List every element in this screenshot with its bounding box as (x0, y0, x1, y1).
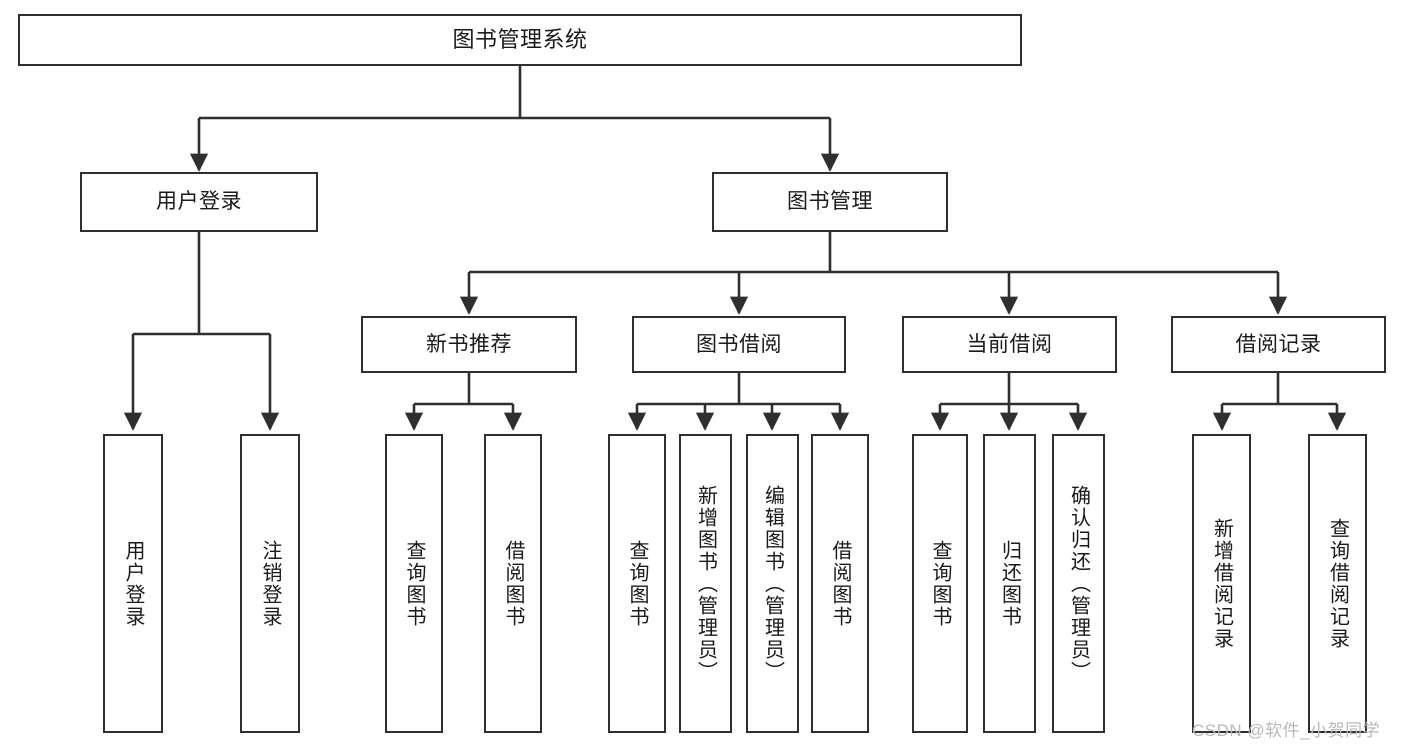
node-label: 借阅图书 (502, 539, 524, 628)
node-label: 借阅图书 (829, 539, 851, 628)
leaf-add-borrow-record[interactable]: 新增借阅记录 (1192, 434, 1251, 733)
node-label: 用户登录 (156, 190, 242, 214)
node-label: 图书借阅 (696, 332, 782, 356)
leaf-query-borrow-record[interactable]: 查询借阅记录 (1308, 434, 1367, 733)
node-label: 用户登录 (122, 539, 144, 628)
node-label: 查询图书 (929, 539, 951, 628)
node-label: 确认归还（管理员） (1067, 484, 1090, 683)
node-label: 查询图书 (403, 539, 425, 628)
leaf-logout[interactable]: 注销登录 (240, 434, 300, 733)
node-label: 编辑图书（管理员） (761, 484, 784, 683)
node-label: 图书管理系统 (452, 26, 588, 52)
leaf-borrow-book[interactable]: 借阅图书 (811, 434, 869, 733)
node-label: 归还图书 (998, 539, 1021, 628)
leaf-user-login[interactable]: 用户登录 (103, 434, 163, 733)
node-label: 新书推荐 (426, 332, 512, 356)
node-label: 新增借阅记录 (1210, 517, 1233, 650)
leaf-borrow-query-book[interactable]: 查询图书 (608, 434, 666, 733)
node-label: 新增图书（管理员） (694, 484, 717, 683)
leaf-confirm-return-admin[interactable]: 确认归还（管理员） (1052, 434, 1105, 733)
node-user-login[interactable]: 用户登录 (80, 172, 318, 232)
node-borrow-record[interactable]: 借阅记录 (1171, 316, 1386, 373)
leaf-add-book-admin[interactable]: 新增图书（管理员） (679, 434, 732, 733)
leaf-return-book[interactable]: 归还图书 (983, 434, 1036, 733)
leaf-new-book-borrow[interactable]: 借阅图书 (484, 434, 542, 733)
node-book-management[interactable]: 图书管理 (712, 172, 948, 232)
node-label: 图书管理 (787, 190, 873, 214)
leaf-edit-book-admin[interactable]: 编辑图书（管理员） (746, 434, 799, 733)
node-label: 注销登录 (259, 539, 281, 628)
leaf-current-query-book[interactable]: 查询图书 (912, 434, 968, 733)
node-label: 查询图书 (626, 539, 648, 628)
node-new-book-recommend[interactable]: 新书推荐 (361, 316, 577, 373)
node-current-borrow[interactable]: 当前借阅 (902, 316, 1117, 373)
csdn-watermark: CSDN @软件_小贺同学 (1192, 721, 1381, 740)
node-book-borrow[interactable]: 图书借阅 (632, 316, 846, 373)
node-label: 借阅记录 (1235, 332, 1322, 356)
node-label: 查询借阅记录 (1326, 517, 1349, 650)
node-label: 当前借阅 (966, 332, 1053, 356)
node-root-book-management-system[interactable]: 图书管理系统 (18, 14, 1022, 66)
leaf-new-book-query[interactable]: 查询图书 (385, 434, 443, 733)
